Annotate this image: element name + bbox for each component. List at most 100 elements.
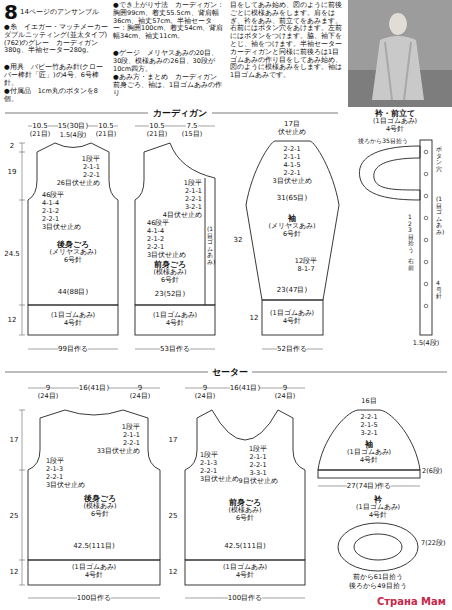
dimension-label: 26目伏せ止め	[57, 180, 100, 188]
dimension-line	[19, 126, 420, 598]
piece-note: (1目ゴムあみ)	[334, 449, 404, 457]
dimension-label: 15(30目)	[58, 122, 88, 130]
pattern-piece: (1目ゴムあみ)4号針	[137, 312, 213, 328]
dimension-label: 7.5	[186, 122, 197, 130]
pattern-piece: 衿・前立て(1目ゴムあみ)4号針	[340, 109, 450, 134]
piece-name: 袖	[257, 214, 327, 223]
piece-name: 前身ごろ	[200, 498, 290, 507]
piece-note: 4号針	[39, 572, 149, 580]
dimension-label: 8-1-7	[297, 266, 314, 274]
piece-note: (1目ゴムあみ)	[263, 310, 321, 318]
dimension-label: 100目作る	[77, 594, 111, 602]
dimension-label: 7(22段)	[421, 540, 445, 548]
dimension-label: 9	[138, 384, 142, 392]
dimension-label: 3目伏せ止め	[272, 178, 311, 186]
pattern-note: ●糸 イエガー・マッチメーカーダブルニッティング(並太タイプ)(762)のグレー…	[4, 24, 108, 55]
pattern-piece: 衿(1目ゴムあみ)4号針	[333, 495, 423, 520]
dimension-label: (21目)	[30, 131, 50, 139]
dimension-label: 2	[10, 142, 14, 150]
watermark: Страна Мам	[377, 596, 446, 608]
dimension-label: 2-2-1	[42, 216, 59, 224]
pattern-note: ●付属品 1cm丸のボタンを8個。	[4, 88, 108, 104]
dimension-label: 17	[169, 436, 178, 444]
pattern-note: ●ゲージ メリヤスあみの20目、30段、模様あみの26目、30段が10cm四方。	[113, 50, 225, 73]
dimension-label: 4目伏せ止め	[163, 212, 202, 220]
dimension-label: 99目作る	[58, 345, 88, 353]
dimension-label: 1段平	[249, 446, 267, 454]
dimension-label: 前から61目拾う	[353, 574, 403, 582]
dimension-label: 2-2-1	[283, 170, 300, 178]
dimension-label: (24目)	[275, 393, 295, 401]
dimension-label: 3-2-1	[360, 430, 377, 438]
pattern-piece: 前身ごろ(模様あみ)6号針	[140, 260, 200, 285]
pattern-piece: (1目ゴムあみ)4号針	[190, 564, 300, 580]
pattern-piece: 前身ごろ(模様あみ)6号針	[200, 498, 290, 523]
piece-note: 4号針	[263, 318, 321, 326]
dimension-label: 12	[8, 316, 17, 324]
dimension-label: 52目作る	[277, 345, 307, 353]
dimension-label: 23(47目)	[277, 286, 307, 294]
pattern-piece: (1目ゴムあみ)4号針	[39, 564, 149, 580]
dimension-label: 4-1-4	[147, 228, 164, 236]
dimension-label: 3目伏せ止め	[147, 252, 186, 260]
dimension-label: 33目伏せ止め	[97, 448, 140, 456]
dimension-label: 16(41目)	[230, 384, 260, 392]
piece-name: 衿	[333, 495, 423, 504]
dimension-label: 10.5	[149, 122, 165, 130]
pattern-piece: (1目ゴムあみ)4号針	[33, 312, 113, 328]
dimension-label: 25	[169, 512, 178, 520]
pattern-piece: 袖(1目ゴムあみ)4号針	[334, 440, 404, 465]
dimension-label: 46段平	[147, 220, 169, 228]
dimension-label: 9	[203, 384, 207, 392]
vertical-note: 4号針	[436, 280, 442, 300]
piece-note: 6号針	[55, 511, 145, 519]
pattern-piece: 袖(メリヤスあみ)6号針	[257, 214, 327, 239]
piece-note: 6号針	[200, 515, 290, 523]
dimension-label: 2-1-5	[360, 422, 377, 430]
piece-name: 袖	[334, 440, 404, 449]
dimension-label: 31(65目)	[277, 194, 307, 202]
dimension-label: 9	[46, 384, 50, 392]
piece-note: (1目ゴムあみ)	[333, 504, 423, 512]
dimension-label: 2-1-1	[83, 164, 100, 172]
dimension-label: 2-1-3	[46, 466, 63, 474]
pattern-piece: (1目ゴムあみ)4号針	[263, 310, 321, 326]
dimension-label: 2-1-2	[42, 208, 59, 216]
dimension-label: 2-2-1	[249, 462, 266, 470]
piece-note: 4号針	[334, 457, 404, 465]
piece-note: 4号針	[137, 320, 213, 328]
dimension-label: 2-2-1	[123, 440, 140, 448]
dimension-label: 1段平	[46, 458, 64, 466]
piece-note: (1目ゴムあみ)	[137, 312, 213, 320]
dimension-label: 16目	[361, 398, 376, 406]
dimension-label: 32	[234, 236, 243, 244]
dimension-label: 1段平	[82, 156, 100, 164]
piece-note: 6号針	[140, 277, 200, 285]
dimension-label: 12	[10, 568, 19, 576]
dimension-label: 53目作る	[160, 345, 190, 353]
dimension-label: 19	[8, 168, 17, 176]
dimension-label: 2(6段)	[422, 468, 442, 476]
piece-note: (1目ゴムあみ)	[190, 564, 300, 572]
dimension-label: 9	[283, 384, 287, 392]
section-rule	[5, 113, 447, 372]
piece-note: 4号針	[333, 512, 423, 520]
dimension-label: 2-2-1	[283, 146, 300, 154]
dimension-label: 17目	[284, 120, 300, 128]
dimension-label: 1段平	[200, 452, 218, 460]
piece-note: 6号針	[33, 257, 113, 265]
dimension-label: 3目伏せ止め	[42, 224, 81, 232]
pattern-piece-outline	[28, 140, 432, 585]
dimension-label: 1.5(4段)	[60, 132, 87, 140]
dimension-label: 9目伏せ止め	[238, 478, 277, 486]
dimension-label: 46段平	[42, 192, 64, 200]
dimension-label: (21目)	[96, 131, 116, 139]
piece-note: 4号針	[340, 126, 450, 134]
dimension-label: 2-1-1	[123, 432, 140, 440]
dimension-label: 25	[10, 512, 19, 520]
piece-note: 4号針	[190, 572, 300, 580]
dimension-label: 17	[10, 436, 19, 444]
dimension-label: 3-3-1	[249, 470, 266, 478]
dimension-label: (24目)	[130, 393, 150, 401]
